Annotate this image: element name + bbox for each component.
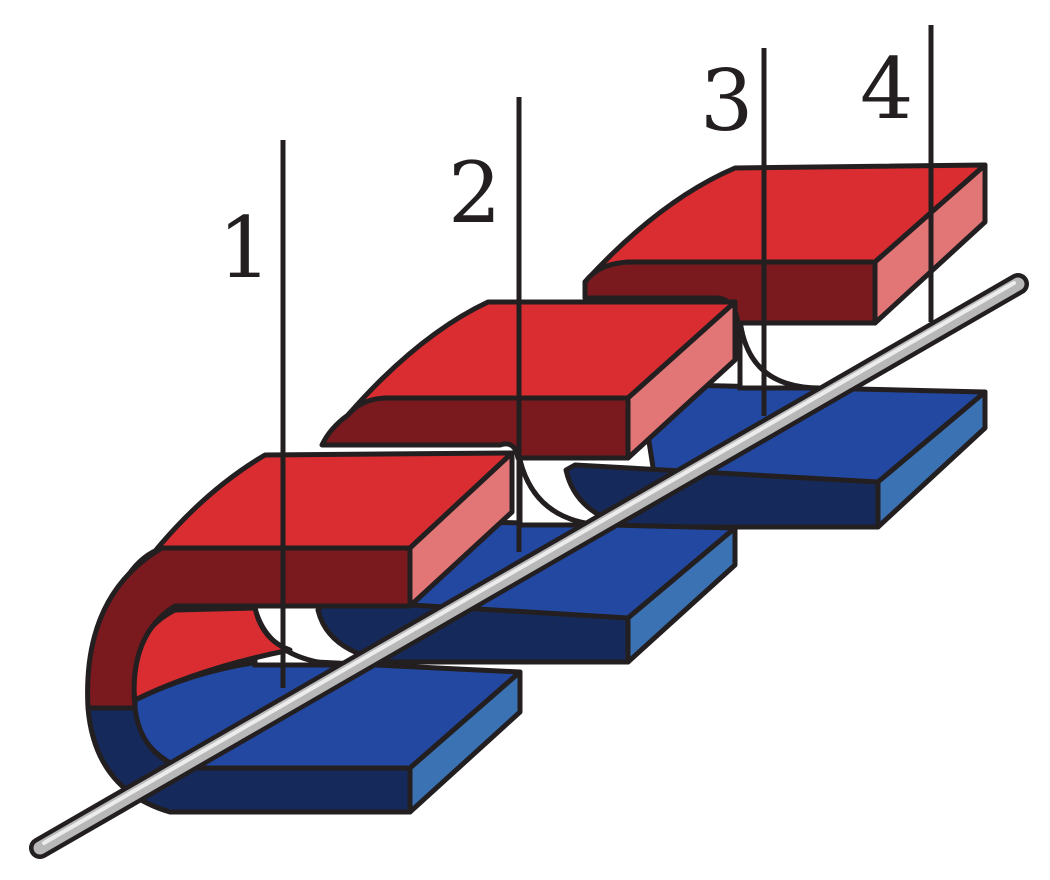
label-1: 1 [218, 199, 271, 297]
rod-body [33, 277, 1025, 855]
magnet-1-red-front [85, 545, 413, 711]
rod-highlight [42, 281, 1016, 845]
probe-wires [280, 25, 934, 688]
wire-labels: 1 2 3 4 [218, 40, 913, 297]
label-3: 3 [700, 52, 753, 150]
magnet-3-red-front [582, 259, 878, 326]
rod [29, 273, 1029, 859]
label-2: 2 [448, 144, 501, 242]
magnet-1-red-side [407, 450, 515, 609]
magnet-2-red-side [625, 299, 738, 461]
label-4: 4 [860, 40, 913, 138]
magnet-2-red-front [319, 395, 631, 461]
magnet-3-gap [737, 319, 821, 391]
